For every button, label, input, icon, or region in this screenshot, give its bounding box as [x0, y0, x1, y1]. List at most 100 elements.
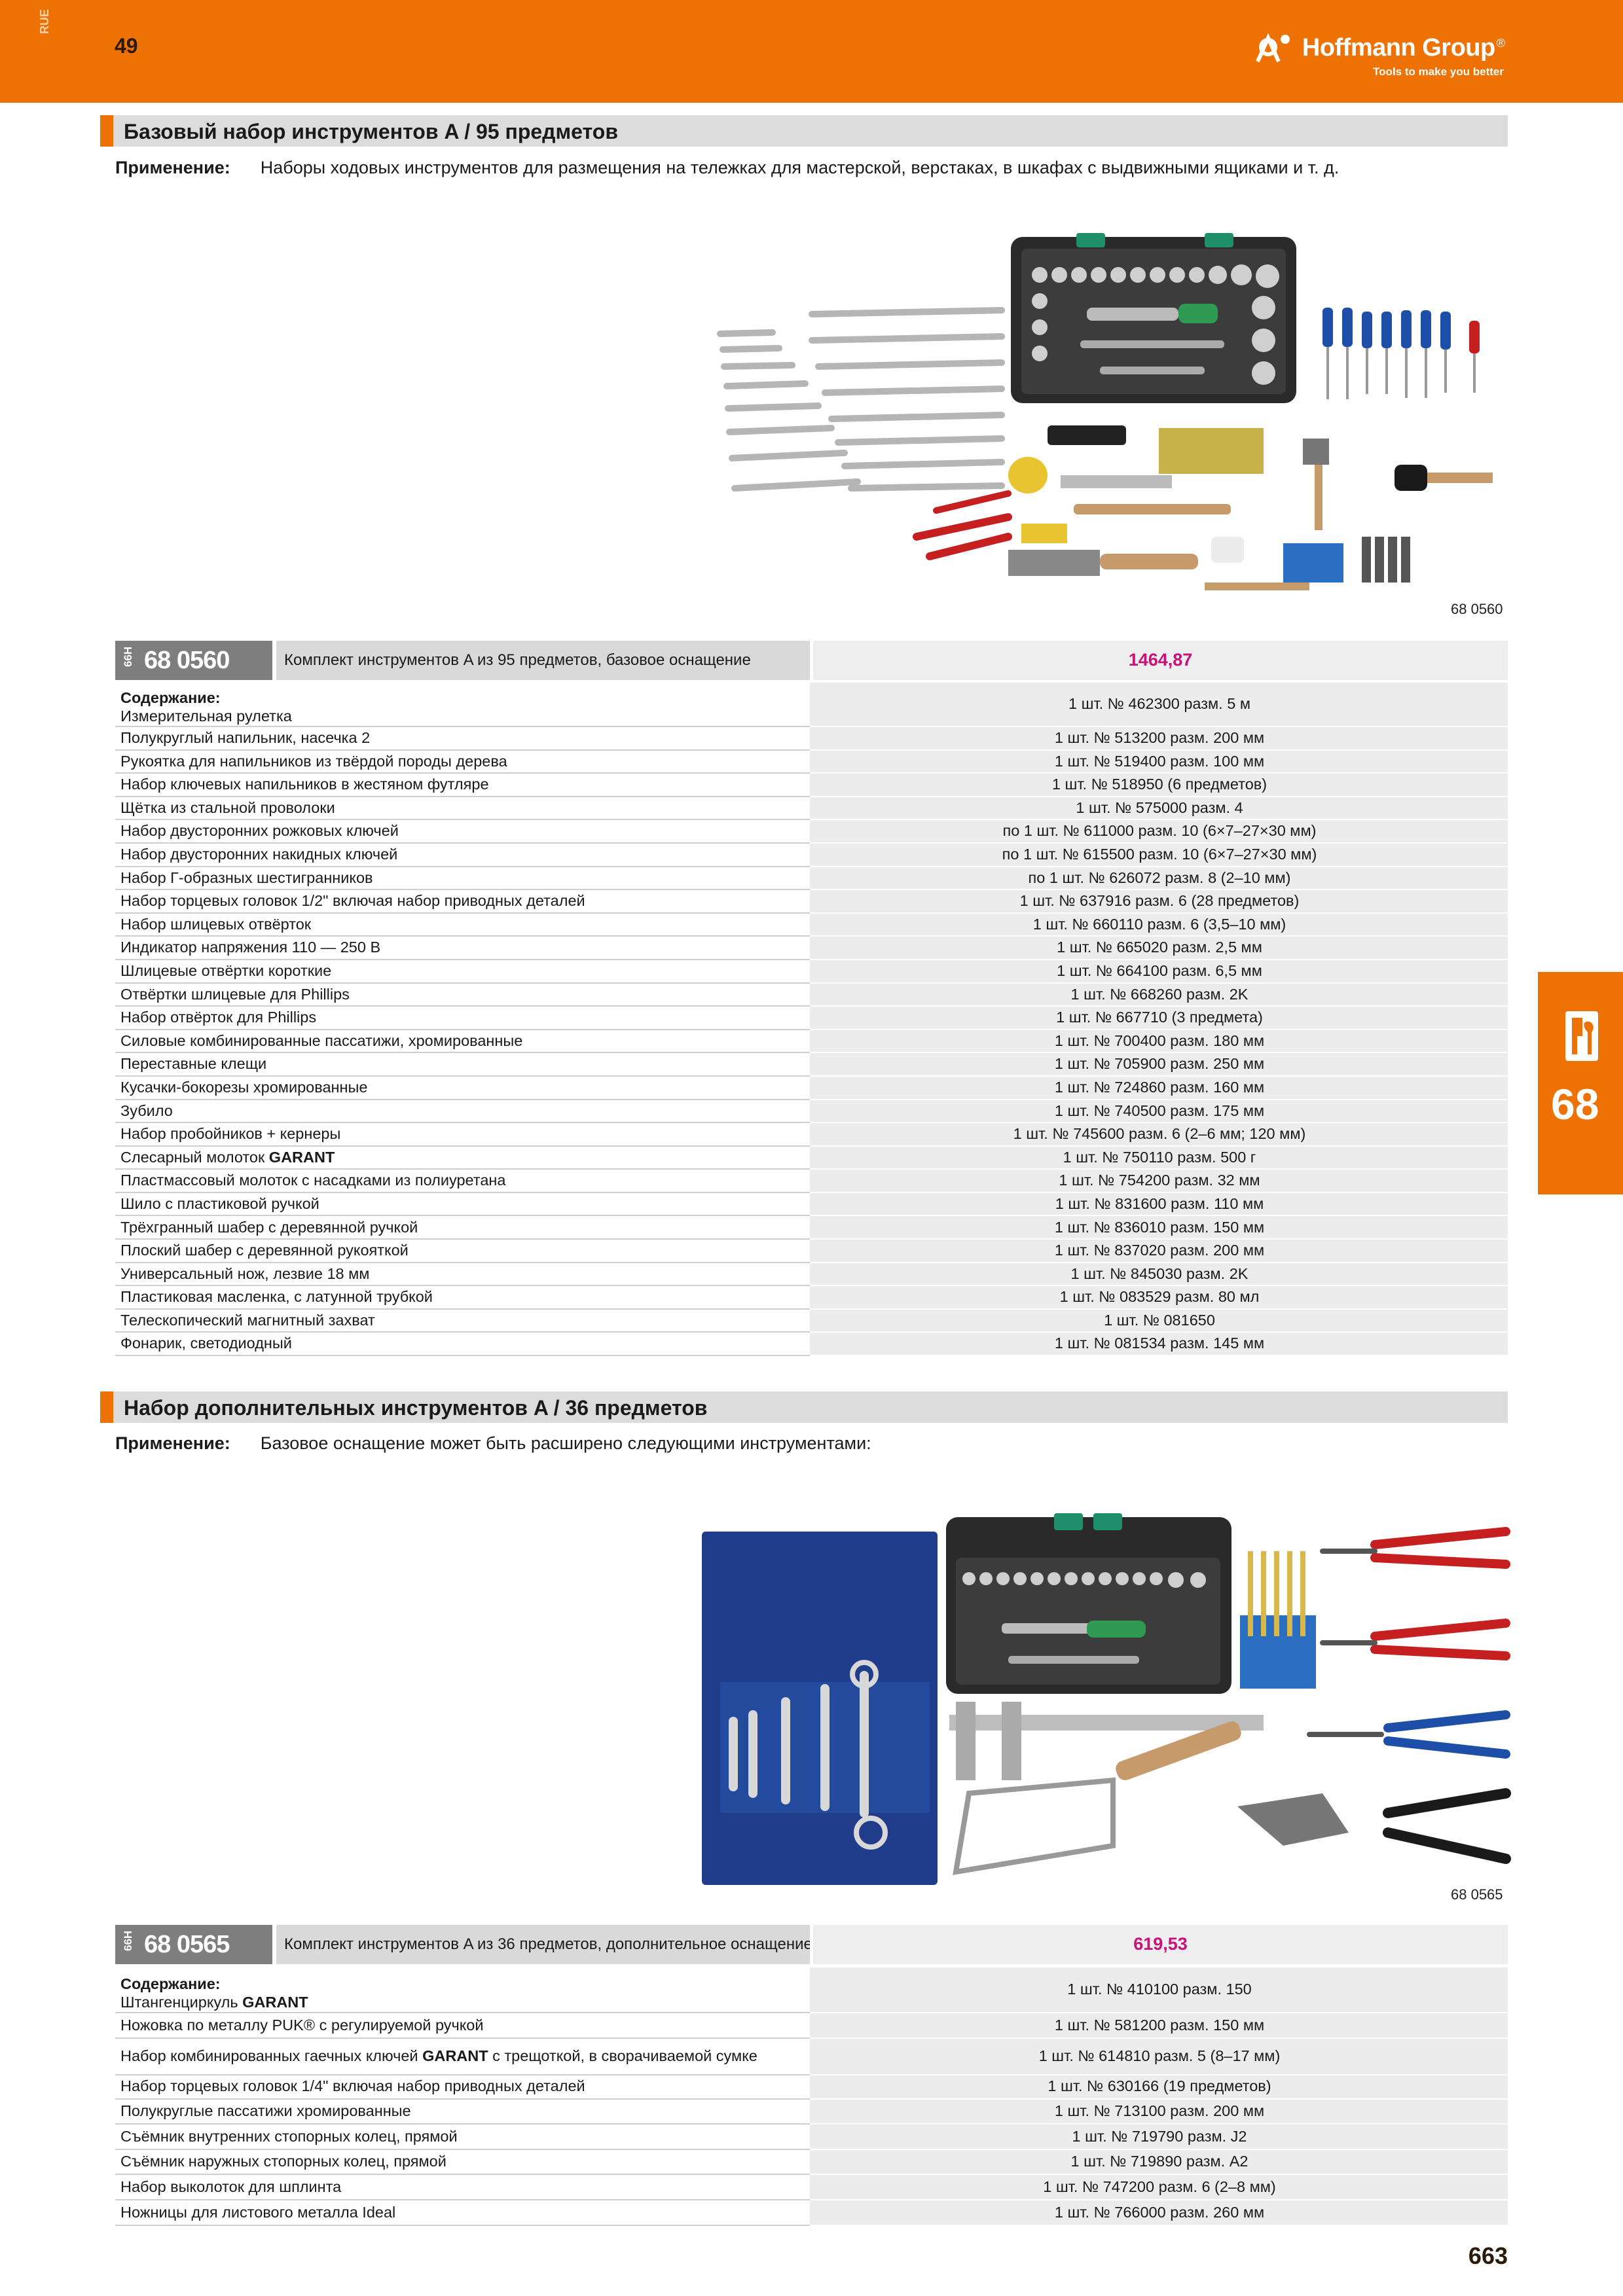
item-spec: 1 шт. № 700400 разм. 180 мм	[810, 1029, 1508, 1054]
item-name: Переставные клещи	[115, 1052, 810, 1077]
item-name-text: Трёхгранный шабер с деревянной ручкой	[120, 1218, 418, 1236]
item-name: Индикатор напряжения 110 — 250 В	[115, 936, 810, 960]
brand-tagline: Tools to make you better	[1373, 65, 1504, 78]
product-code-box: 66H 68 0560	[115, 641, 272, 680]
item-name-text: Набор комбинированных гаечных ключей	[120, 2047, 418, 2064]
application-text: Наборы ходовых инструментов для размещен…	[260, 158, 1340, 177]
page-number-top: 49	[115, 34, 138, 58]
item-name: Фонарик, светодиодный	[115, 1332, 810, 1357]
table-row: Трёхгранный шабер с деревянной ручкой 1 ш…	[115, 1215, 1508, 1240]
item-name-text: Кусачки-бокорезы хромированные	[120, 1078, 368, 1096]
hoffmann-logo-icon	[1256, 33, 1290, 63]
section-title: Набор дополнительных инструментов A / 36…	[124, 1396, 708, 1420]
item-name-text: Ножовка по металлу PUK® с регулируемой р…	[120, 2016, 484, 2034]
item-name: Зубило	[115, 1099, 810, 1124]
item-name-text: Полукруглые пассатижи хромированные	[120, 2102, 411, 2120]
product-code: 68 0565	[144, 1931, 230, 1958]
item-name: Пластиковая масленка, с латунной трубкой	[115, 1285, 810, 1310]
table-row: Набор ключевых напильников в жестяном фу…	[115, 773, 1508, 797]
table-row: Пластиковая масленка, с латунной трубкой…	[115, 1285, 1508, 1310]
item-spec: 1 шт. № 831600 разм. 110 мм	[810, 1192, 1508, 1217]
item-name: Трёхгранный шабер с деревянной ручкой	[115, 1215, 810, 1240]
item-name-text: Пластиковая масленка, с латунной трубкой	[120, 1288, 433, 1306]
item-spec: 1 шт. № 667710 (3 предмета)	[810, 1006, 1508, 1030]
item-name-text: Универсальный нож, лезвие 18 мм	[120, 1265, 370, 1282]
item-name-text: Плоский шабер с деревянной рукояткой	[120, 1242, 409, 1259]
item-brand: GARANT	[422, 2047, 488, 2064]
item-name-text: Набор торцевых головок 1/2" включая набо…	[120, 892, 585, 910]
section-title: Базовый набор инструментов A / 95 предме…	[124, 120, 618, 143]
item-name: Универсальный нож, лезвие 18 мм	[115, 1262, 810, 1287]
item-spec: по 1 шт. № 626072 разм. 8 (2–10 мм)	[810, 866, 1508, 891]
item-name: Набор Г-образных шестигранников	[115, 866, 810, 891]
item-spec: 1 шт. № 081650	[810, 1308, 1508, 1333]
item-spec: 1 шт. № 660110 разм. 6 (3,5–10 мм)	[810, 912, 1508, 937]
table-row: Индикатор напряжения 110 — 250 В 1 шт. № …	[115, 936, 1508, 960]
item-spec: 1 шт. № 630166 (19 предметов)	[810, 2074, 1508, 2100]
item-name: Набор шлицевых отвёрток	[115, 912, 810, 937]
item-spec: 1 шт. № 637916 разм. 6 (28 предметов)	[810, 889, 1508, 914]
item-name: Щётка из стальной проволоки	[115, 796, 810, 821]
item-name-text: Телескопический магнитный захват	[120, 1311, 375, 1329]
item-spec: 1 шт. № 665020 разм. 2,5 мм	[810, 936, 1508, 960]
item-name: Силовые комбинированные пассатижи, хроми…	[115, 1029, 810, 1054]
item-name: Плоский шабер с деревянной рукояткой	[115, 1239, 810, 1263]
item-name: Набор комбинированных гаечных ключей GAR…	[115, 2037, 810, 2075]
table-row: Съёмник наружных стопорных колец, прямой…	[115, 2149, 1508, 2176]
item-brand: GARANT	[268, 1148, 335, 1166]
item-name: Ножницы для листового металла Ideal	[115, 2199, 810, 2226]
brand-registered-mark: ®	[1496, 36, 1505, 50]
table-row: Набор комбинированных гаечных ключей GAR…	[115, 2037, 1508, 2075]
chapter-tab: 68	[1538, 972, 1623, 1194]
item-spec: 1 шт. № 745600 разм. 6 (2–6 мм; 120 мм)	[810, 1122, 1508, 1147]
item-spec: 1 шт. № 668260 разм. 2K	[810, 982, 1508, 1007]
item-name: Отвёртки шлицевые для Phillips	[115, 982, 810, 1007]
table-row: Пластмассовый молоток с насадками из пол…	[115, 1169, 1508, 1193]
table-row: Съёмник внутренних стопорных колец, прям…	[115, 2124, 1508, 2150]
item-name: Набор выколоток для шплинта	[115, 2174, 810, 2200]
item-name: Слесарный молоток GARANT	[115, 1145, 810, 1170]
item-name-text: Измерительная рулетка	[120, 707, 292, 725]
item-name-text: Индикатор напряжения 110 — 250 В	[120, 939, 381, 956]
section-marker	[100, 1391, 113, 1423]
item-name: Кусачки-бокорезы хромированные	[115, 1075, 810, 1100]
item-name-text: Ножницы для листового металла Ideal	[120, 2203, 396, 2221]
contents-label: Содержание:	[120, 1975, 221, 1992]
item-name: Набор торцевых головок 1/2" включая набо…	[115, 889, 810, 914]
item-spec: по 1 шт. № 611000 разм. 10 (6×7–27×30 мм…	[810, 819, 1508, 844]
item-name: Телескопический магнитный захват	[115, 1308, 810, 1333]
item-name: Ножовка по металлу PUK® с регулируемой р…	[115, 2013, 810, 2039]
item-name: Съёмник внутренних стопорных колец, прям…	[115, 2124, 810, 2150]
application-label: Применение:	[115, 158, 230, 177]
image-caption: 68 0565	[1451, 1886, 1503, 1903]
item-name-text: Щётка из стальной проволоки	[120, 798, 335, 816]
table-row: Универсальный нож, лезвие 18 мм 1 шт. № 8…	[115, 1262, 1508, 1287]
item-name-text: Переставные клещи	[120, 1055, 267, 1073]
item-spec: 1 шт. № 836010 разм. 150 мм	[810, 1215, 1508, 1240]
item-spec: 1 шт. № 837020 разм. 200 мм	[810, 1239, 1508, 1263]
table-row: Рукоятка для напильников из твёрдой поро…	[115, 749, 1508, 774]
item-spec: 1 шт. № 754200 разм. 32 мм	[810, 1169, 1508, 1193]
table-row: Набор торцевых головок 1/4" включая набо…	[115, 2074, 1508, 2100]
item-name: Набор ключевых напильников в жестяном фу…	[115, 773, 810, 797]
item-spec: 1 шт. № 845030 разм. 2K	[810, 1262, 1508, 1287]
product-price: 1464,87	[813, 641, 1508, 680]
chapter-number: 68	[1551, 1080, 1599, 1128]
application-line: Применение: Базовое оснащение может быть…	[115, 1433, 871, 1454]
item-spec: 1 шт. № 462300 разм. 5 м	[810, 683, 1508, 727]
item-name-text: Набор двусторонних накидных ключей	[120, 846, 398, 863]
item-name: Шлицевые отвёртки короткие	[115, 959, 810, 984]
item-name-text: Фонарик, светодиодный	[120, 1335, 292, 1352]
